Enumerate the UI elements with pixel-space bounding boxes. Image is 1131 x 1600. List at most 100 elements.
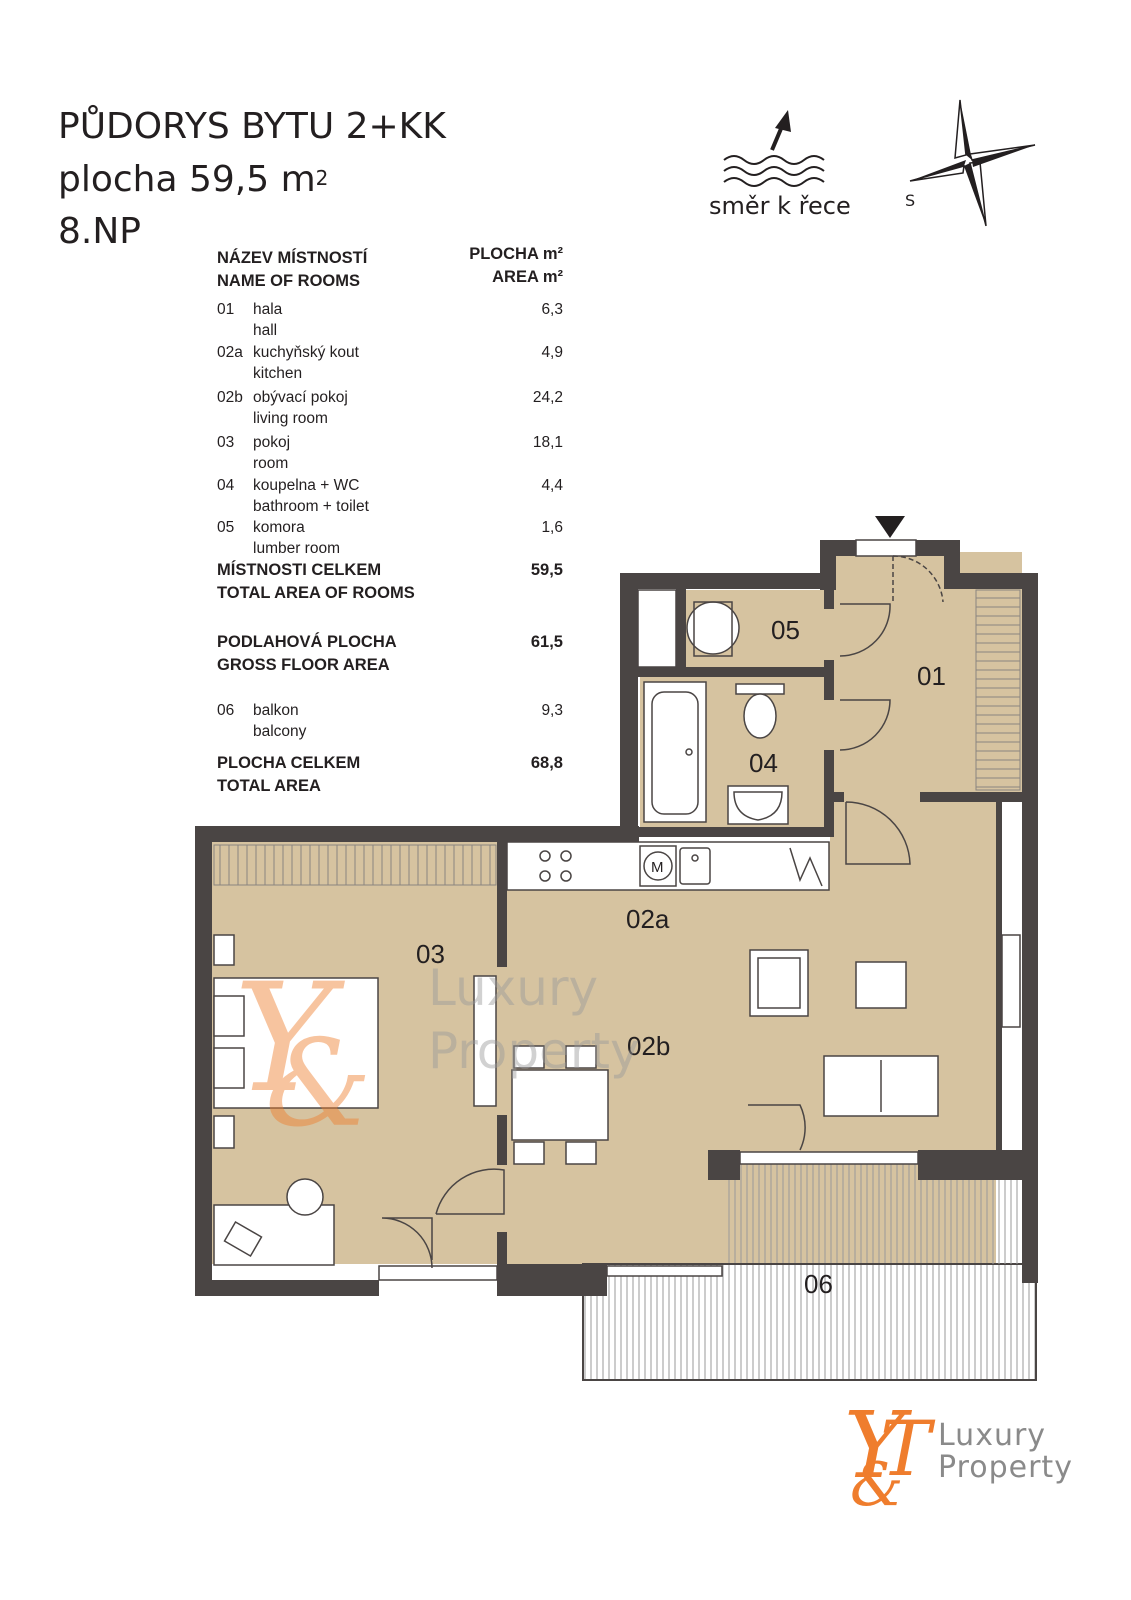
- chair: [513, 1045, 545, 1069]
- brand-logo-icon: Y T &: [844, 1395, 936, 1520]
- legend-room-area: 4,4: [541, 477, 563, 494]
- room-label-03: 03: [416, 939, 445, 969]
- wardrobes: [213, 589, 1021, 886]
- toilet-tank: [735, 683, 785, 695]
- appliance-letter: M: [651, 859, 664, 876]
- doors: [381, 555, 944, 1269]
- brand-line-1: Luxury: [938, 1418, 1047, 1453]
- wall: [620, 573, 638, 841]
- door-swing: [839, 603, 891, 657]
- legend-gross-value: 61,5: [530, 633, 563, 651]
- legend-room-name-cz: hala: [253, 301, 283, 318]
- wall: [1022, 573, 1038, 1283]
- wall: [944, 540, 960, 578]
- legend-room-name-cz: koupelna + WC: [253, 477, 360, 494]
- legend-total-cz: PLOCHA CELKEM: [217, 754, 361, 772]
- legend-total: PLOCHA CELKEM TOTAL AREA 68,8: [217, 752, 567, 798]
- window: [855, 539, 917, 557]
- legend-total-value: 68,8: [530, 754, 563, 772]
- legend-head-area-en: AREA m²: [492, 268, 563, 286]
- legend-room-area: 4,9: [541, 344, 563, 361]
- legend-room-name-cz: obývací pokoj: [253, 389, 348, 406]
- wall: [824, 660, 834, 700]
- sink: [679, 847, 711, 885]
- balcony-deck-upper: [728, 1164, 992, 1264]
- plan-area: plocha 59,5 m2: [58, 160, 328, 200]
- river-arrow-icon: [770, 110, 791, 151]
- legend-balcony-en: balcony: [253, 723, 307, 740]
- legend-head-area-cz: PLOCHA m²: [469, 245, 563, 263]
- laptop: [223, 1220, 263, 1258]
- entrance-marker-icon: [875, 516, 905, 538]
- balcony-deck-lower: [582, 1263, 1037, 1381]
- plan-area-text: plocha 59,5 m: [58, 159, 316, 200]
- storage-cabinet: [637, 589, 677, 668]
- door-swing: [845, 801, 911, 865]
- window: [606, 1265, 723, 1277]
- wall: [944, 573, 1038, 589]
- legend-room-name-en: living room: [253, 410, 328, 427]
- legend-room-name-en: lumber room: [253, 540, 340, 557]
- plan-floor: 8.NP: [58, 211, 141, 252]
- legend-room-name-en: hall: [253, 322, 278, 339]
- pillow: [213, 1047, 245, 1089]
- legend-room-area: 24,2: [532, 389, 563, 406]
- wall: [830, 792, 844, 802]
- wall: [636, 827, 832, 837]
- legend-room-num: 02a: [217, 344, 243, 361]
- burner: [560, 850, 572, 862]
- appliance-ring: [643, 851, 673, 881]
- legend-room-area: 1,6: [541, 519, 563, 536]
- toilet-bowl: [743, 693, 777, 739]
- wall: [676, 589, 686, 667]
- kitchen-counter: [506, 841, 830, 891]
- watermark-text-2: Property: [428, 1022, 640, 1080]
- sink-drain: [691, 854, 699, 862]
- bedroom-furniture: [213, 934, 379, 1266]
- dining-table: [511, 1069, 609, 1141]
- wall: [920, 792, 1022, 802]
- wall: [708, 1150, 740, 1180]
- legend-gross-en: GROSS FLOOR AREA: [217, 656, 390, 674]
- watermark-logo: Y: [234, 952, 345, 1126]
- legend-room-name-cz: kuchyňský kout: [253, 344, 359, 361]
- legend-total-rooms-value: 59,5: [530, 561, 563, 579]
- burner: [539, 850, 551, 862]
- side-table: [855, 961, 907, 1009]
- legend-total-rooms-cz: MÍSTNOSTI CELKEM: [217, 561, 382, 579]
- pillow: [213, 995, 245, 1037]
- plan-area-sup: 2: [315, 166, 329, 190]
- nightstand: [213, 934, 235, 966]
- window: [378, 1265, 498, 1281]
- room-label-04: 04: [749, 748, 778, 778]
- wall: [195, 826, 639, 842]
- chair: [565, 1141, 597, 1165]
- wall: [824, 750, 834, 837]
- watermark-amp: &: [265, 1015, 372, 1154]
- window: [739, 1151, 919, 1165]
- legend-balcony-num: 06: [217, 702, 235, 719]
- walls: [195, 540, 1038, 1296]
- orientation-graphics: [723, 99, 1036, 227]
- brand-name: Luxury Property: [938, 1420, 1073, 1484]
- desk-chair: [286, 1178, 324, 1216]
- nightstand: [213, 1115, 235, 1149]
- wardrobe-bedroom: [213, 844, 497, 886]
- legend-gross: PODLAHOVÁ PLOCHA GROSS FLOOR AREA 61,5: [217, 631, 567, 677]
- room-label-05: 05: [771, 615, 800, 645]
- bathtub-drain: [685, 748, 693, 756]
- armchair-seat: [757, 957, 801, 1009]
- plan-title: PŮDORYS BYTU 2+KK: [58, 106, 446, 147]
- legend-gross-cz: PODLAHOVÁ PLOCHA: [217, 633, 397, 651]
- chair: [513, 1141, 545, 1165]
- windows: [378, 539, 1021, 1281]
- window: [1001, 934, 1021, 1028]
- bathroom-fixtures: [643, 601, 789, 825]
- legend-room-name-en: room: [253, 455, 289, 472]
- wall: [824, 589, 834, 609]
- wall: [195, 1280, 379, 1296]
- wall: [497, 842, 507, 967]
- wall: [918, 1150, 1038, 1180]
- door-swing: [892, 555, 944, 603]
